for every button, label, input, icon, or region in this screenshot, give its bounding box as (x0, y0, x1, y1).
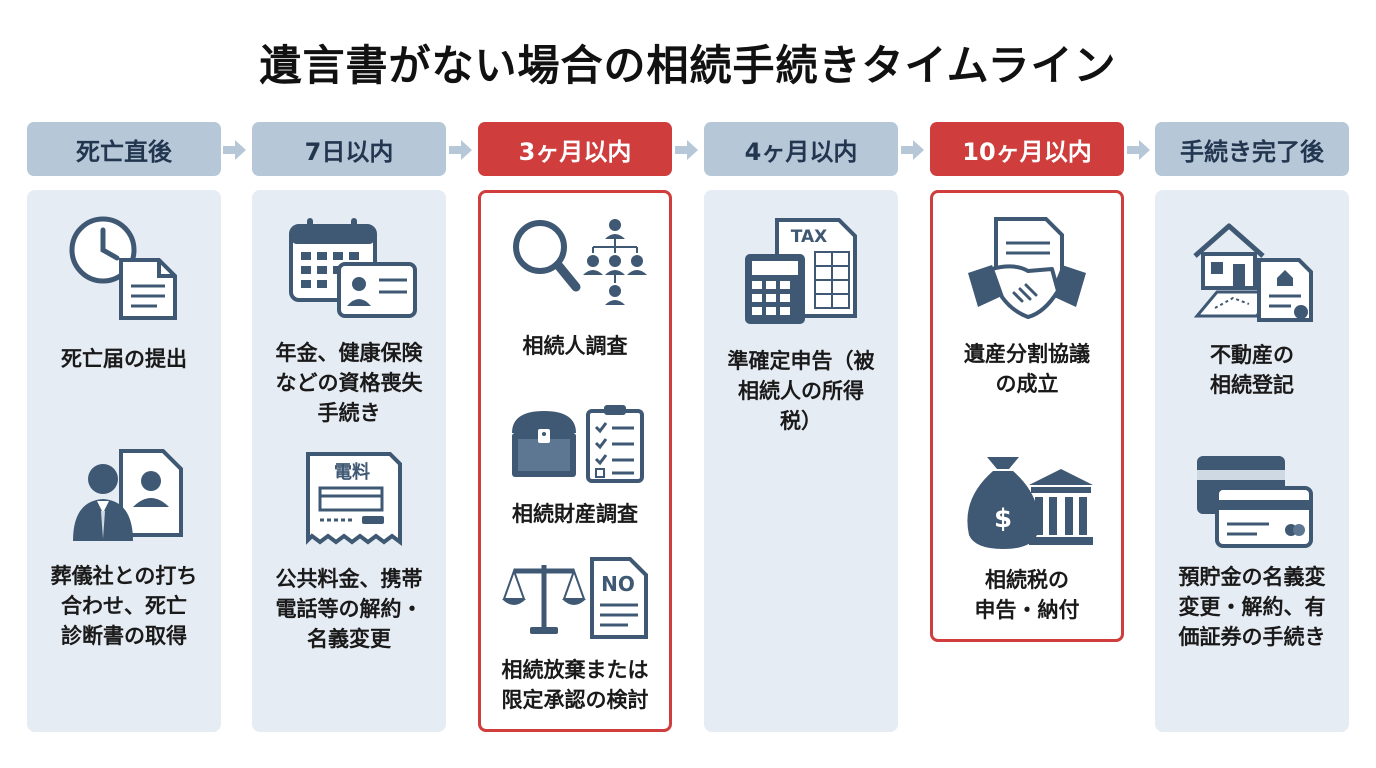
money-bag-bank-icon: $ (967, 457, 1093, 549)
task-label: 死亡届の提出 (61, 347, 187, 371)
stage-panel-3-months: 相続人調査 相続財産調査 (478, 190, 672, 732)
stage-header-after-completion: 手続き完了後 (1155, 122, 1349, 176)
clock-document-icon (69, 216, 177, 320)
stage-header-7-days: 7日以内 (252, 122, 446, 176)
dollar-text: $ (994, 504, 1012, 534)
task-label: 公共料金、携帯 電話等の解約・ 名義変更 (275, 567, 423, 651)
task-label: 年金、健康保険 などの資格喪失 手続き (275, 341, 423, 425)
task-label: 相続人調査 (522, 334, 628, 358)
no-text: NO (601, 572, 635, 596)
bank-cards-icon (1197, 456, 1313, 548)
arrow-right-icon (901, 140, 924, 160)
stage-panel-immediately: 死亡届の提出 葬儀社との打ち 合わせ、死亡 診断書の取得 (27, 190, 221, 732)
house-land-certificate-icon (1193, 223, 1313, 322)
handshake-document-icon (968, 217, 1086, 319)
arrow-right-icon (675, 140, 698, 160)
stage-panel-4-months: TAX 準確定申告（被 相続人の所得 税） (704, 190, 898, 732)
funeral-staff-icon (73, 449, 183, 541)
task-label: 相続放棄または 限定承認の検討 (501, 658, 649, 712)
chest-checklist-icon (512, 405, 644, 483)
task-label: 葬儀社との打ち 合わせ、死亡 診断書の取得 (50, 564, 198, 648)
task-label: 遺産分割協議 の成立 (964, 342, 1090, 396)
calculator-tax-form-icon: TAX (745, 218, 857, 324)
task-label: 相続財産調査 (512, 502, 638, 526)
stage-panel-7-days: 年金、健康保険 などの資格喪失 手続き 電料 公共料金、携帯 電話等の解約・ 名… (252, 190, 446, 732)
bill-text: 電料 (334, 461, 370, 483)
stage-panel-after-completion: 不動産の 相続登記 預貯金の名義変 変更・解約、有 価証券の手続き (1155, 190, 1349, 732)
arrow-right-icon (1127, 140, 1150, 160)
stage-panel-10-months: 遺産分割協議 の成立 $ 相続税の 申告・納付 (930, 190, 1124, 642)
stage-header-10-months: 10ヶ月以内 (930, 122, 1124, 176)
magnifier-family-tree-icon (513, 219, 647, 305)
calendar-id-card-icon (289, 218, 417, 318)
task-label: 不動産の 相続登記 (1210, 343, 1294, 397)
task-label: 相続税の 申告・納付 (974, 568, 1080, 622)
scales-no-document-icon: NO (502, 557, 648, 639)
page-title: 遺言書がない場合の相続手続きタイムライン (259, 41, 1117, 90)
task-label: 準確定申告（被 相続人の所得 税） (727, 349, 875, 433)
stage-header-3-months: 3ヶ月以内 (478, 122, 672, 176)
arrow-right-icon (449, 140, 472, 160)
stage-header-4-months: 4ヶ月以内 (704, 122, 898, 176)
utility-bill-icon: 電料 (306, 452, 402, 546)
stage-header-immediately: 死亡直後 (27, 122, 221, 176)
task-label: 預貯金の名義変 変更・解約、有 価証券の手続き (1178, 565, 1326, 649)
tax-text: TAX (791, 227, 828, 247)
arrow-right-icon (223, 140, 246, 160)
